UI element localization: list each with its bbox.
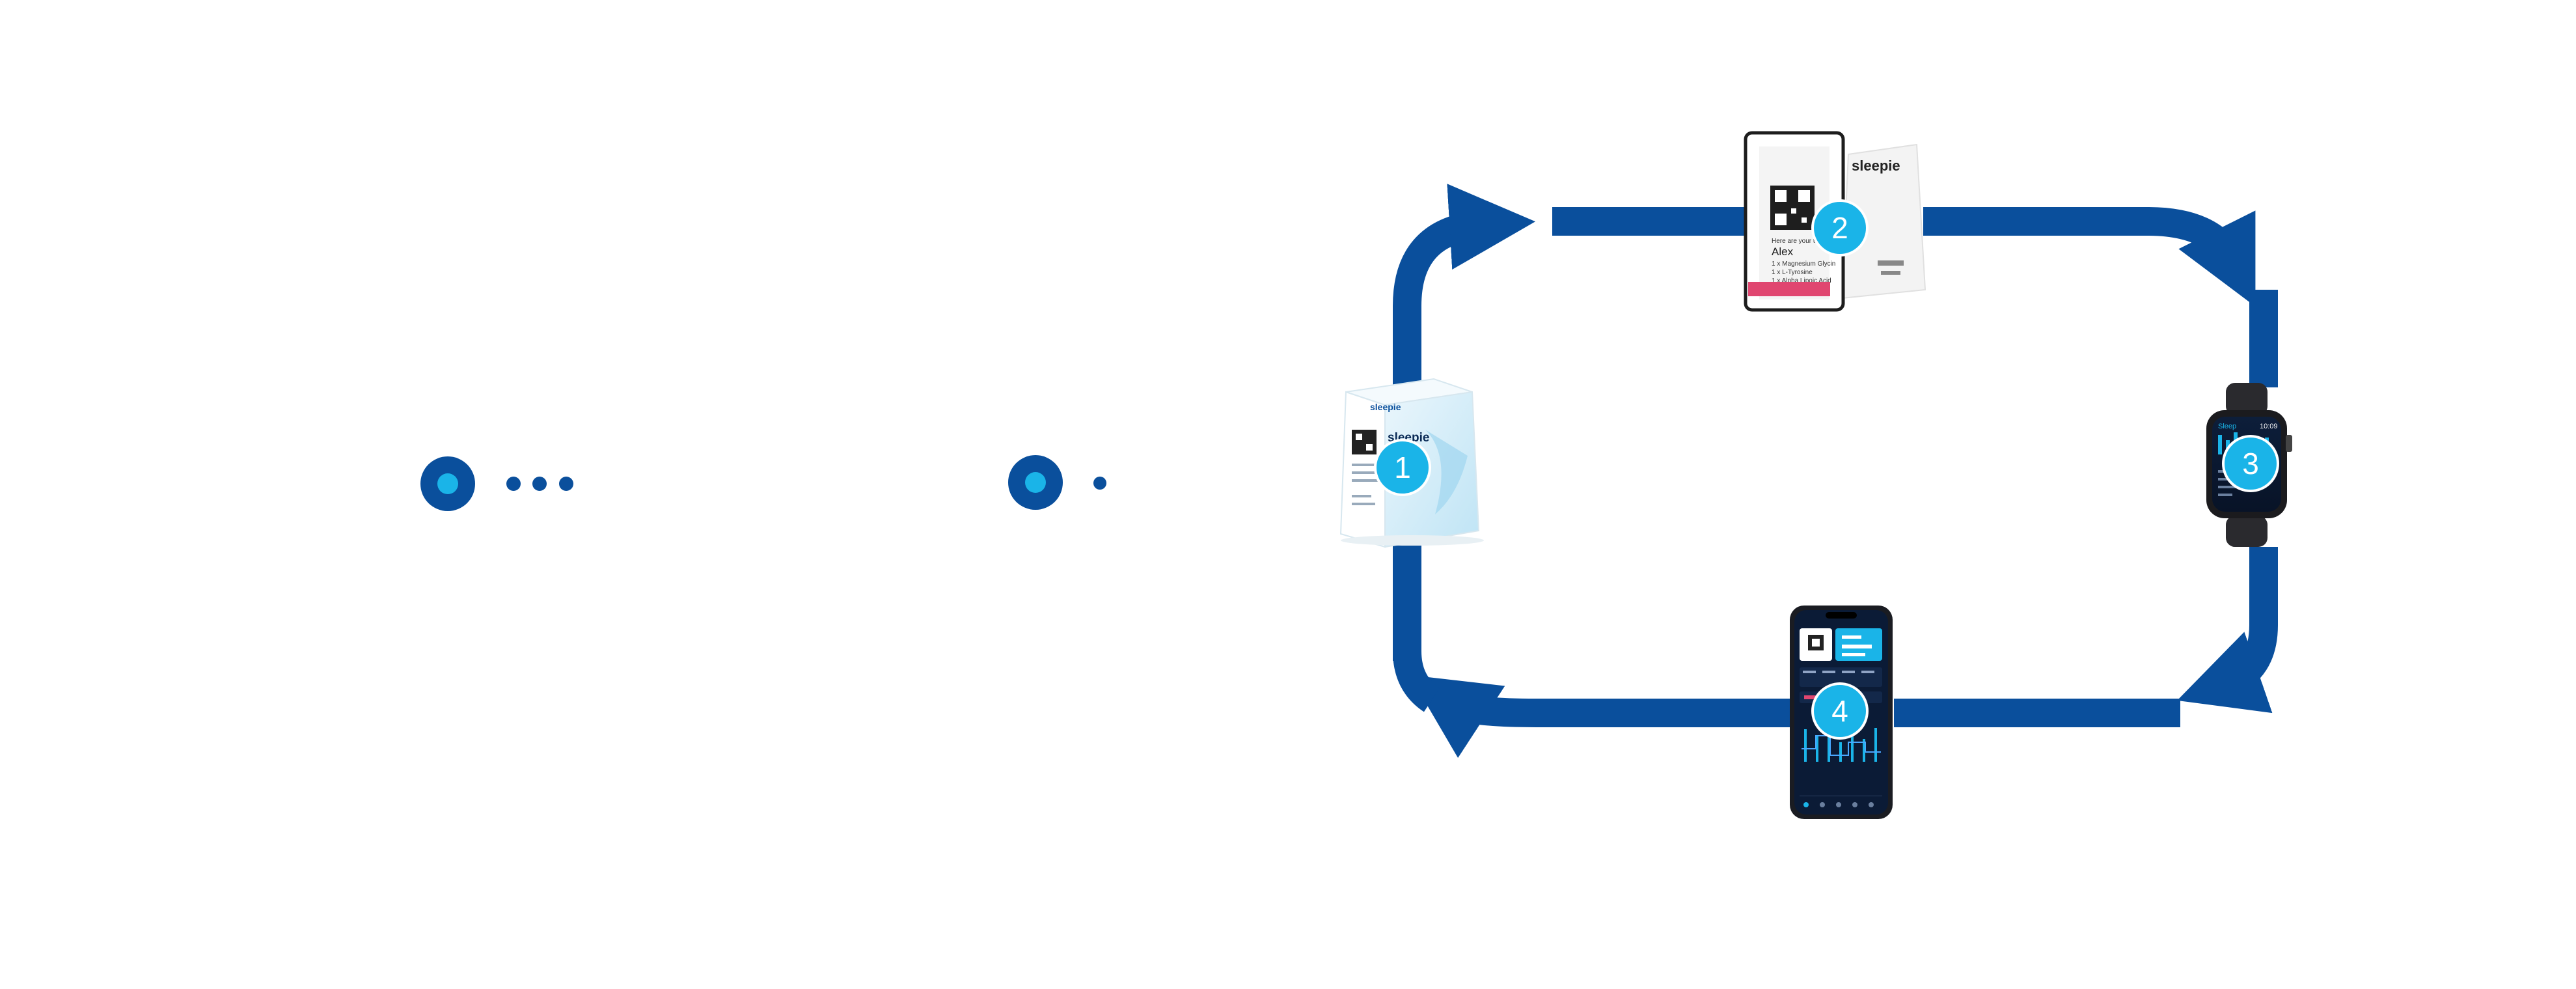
- step-badge-4: 4: [1811, 682, 1869, 740]
- box-side-brand: sleepie: [1370, 402, 1401, 412]
- step-1-product-box: sleepie sleepie: [1339, 378, 1484, 548]
- box-side: [1384, 391, 1480, 548]
- arrow-top-right: [1923, 207, 2256, 307]
- card-item: 1 x L-Tyrosine: [1772, 269, 1813, 276]
- card-item: 1 x Magnesium Glycin: [1772, 260, 1835, 268]
- qr-code-icon: [1770, 186, 1815, 230]
- dots-icon: [420, 456, 573, 511]
- card-intro: Here are your th: [1772, 238, 1818, 245]
- card-item: 1 x Alpha Lipoic Acid: [1772, 277, 1831, 285]
- svg-text:3: 3: [2242, 447, 2259, 481]
- svg-text:2: 2: [1831, 211, 1848, 245]
- svg-text:1: 1: [1394, 451, 1411, 484]
- loader-dot: [532, 477, 547, 491]
- arrow-bottom-left: [1409, 675, 1793, 759]
- step-badge-2: 2: [1811, 199, 1869, 257]
- loader-dot: [506, 477, 521, 491]
- phone-notch: [1826, 612, 1857, 619]
- watch-strap-bottom: [2226, 516, 2268, 547]
- loader-dot: [1093, 477, 1106, 490]
- box-qr: [1352, 430, 1377, 454]
- dots-icon: [1008, 455, 1106, 510]
- cycle-arrows-icon: [1393, 184, 2278, 759]
- svg-text:4: 4: [1831, 694, 1848, 728]
- sachet-brand: sleepie: [1852, 158, 1900, 174]
- watch-time: 10:09: [2260, 423, 2278, 430]
- watch-strap-top: [2226, 383, 2268, 415]
- loader-core: [1025, 472, 1046, 493]
- box-shadow: [1341, 535, 1484, 546]
- watch-label: Sleep: [2218, 423, 2236, 430]
- loader-dot: [559, 477, 573, 491]
- card-pink-band: [1748, 282, 1830, 296]
- arrow-left-up: [1393, 184, 1536, 661]
- step-badge-3: 3: [2222, 435, 2279, 492]
- watch-crown: [2286, 435, 2292, 452]
- card-name: Alex: [1772, 245, 1794, 258]
- arrow-right-lower: [2177, 547, 2278, 714]
- step-badge-1: 1: [1374, 439, 1431, 496]
- arrow-left-lower: [1393, 540, 1440, 712]
- step-2-card-and-sachet: sleepie Here are your th Alex 1 x Magnes…: [1744, 131, 1926, 312]
- loader-core: [437, 473, 458, 494]
